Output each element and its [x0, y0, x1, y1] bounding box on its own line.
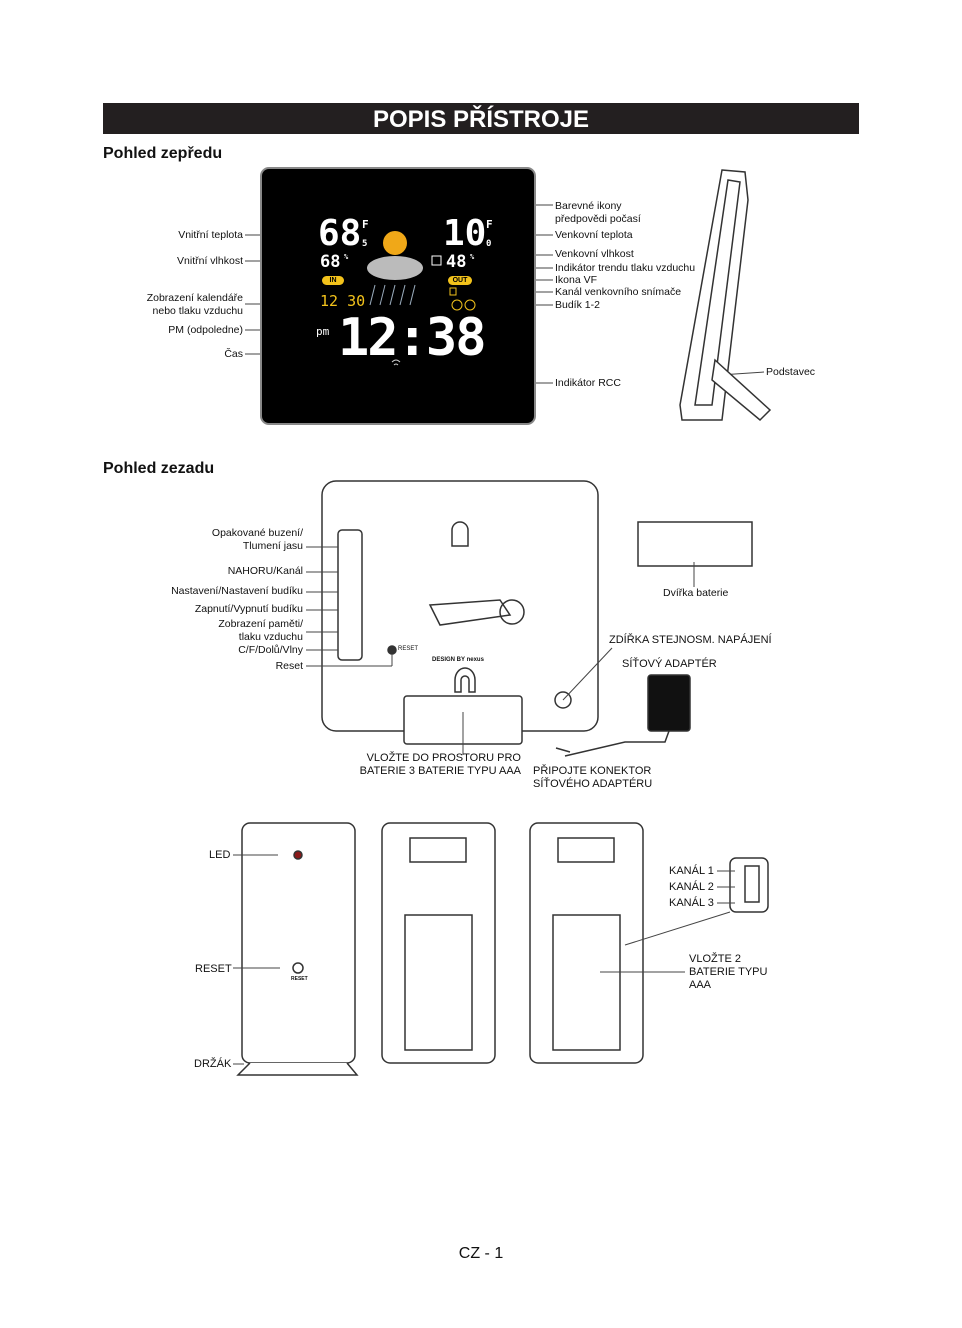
label-channel-2: KANÁL 2: [669, 881, 714, 893]
back-view-heading: Pohled zezadu: [103, 460, 215, 477]
indoor-temp-decimal: 5: [362, 239, 368, 249]
label-snooze: Opakované buzení/: [211, 527, 303, 539]
front-view-heading: Pohled zepředu: [103, 145, 223, 162]
cloud-icon: [367, 256, 423, 280]
label-cf-down: C/F/Dolů/Vlny: [238, 644, 303, 656]
label-holder: DRŽÁK: [194, 1058, 232, 1070]
side-view: [679, 169, 772, 422]
label-outdoor-temp: Venkovní teplota: [555, 229, 633, 241]
pressure-trend-icon: [431, 255, 442, 266]
label-pm: PM (odpoledne): [168, 324, 243, 336]
label-calendar-2: nebo tlaku vzduchu: [152, 305, 243, 317]
label-reset: Reset: [275, 660, 303, 672]
clock-time: 12:38: [338, 308, 487, 368]
label-batteries-2: BATERIE 3 BATERIE TYPU AAA: [359, 765, 521, 777]
label-outdoor-humidity: Venkovní vlhkost: [555, 248, 634, 260]
label-calendar: Zobrazení kalendáře: [146, 292, 243, 304]
label-alarm: Budík 1-2: [555, 299, 600, 311]
sensor-reset-mark: RESET: [291, 976, 308, 982]
rcc-icon: [391, 359, 401, 366]
label-rcc: Indikátor RCC: [555, 377, 621, 389]
label-insert-3: AAA: [689, 979, 712, 991]
label-channel: Kanál venkovního snímače: [555, 286, 682, 298]
indoor-temperature: 68: [318, 213, 362, 254]
outdoor-temperature: 10: [443, 213, 487, 254]
label-weather-icons: Barevné ikony: [555, 200, 622, 212]
page-number: CZ - 1: [458, 1245, 504, 1262]
outdoor-temp-decimal: 0: [486, 239, 492, 249]
out-badge: OUT: [448, 276, 472, 285]
indoor-humidity: 68: [320, 252, 341, 272]
label-sensor-reset: RESET: [195, 963, 232, 975]
label-pressure-trend: Indikátor trendu tlaku vzduchu: [555, 262, 696, 274]
label-stand: Podstavec: [766, 366, 816, 378]
label-memory-2: tlaku vzduchu: [238, 631, 303, 643]
indoor-temp-unit: F: [362, 218, 369, 231]
label-weather-icons-2: předpovědi počasí: [555, 213, 641, 225]
label-alarm-onoff: Zapnutí/Vypnutí budíku: [194, 603, 303, 615]
label-time: Čas: [224, 348, 243, 360]
label-adapter: SÍŤOVÝ ADAPTÉR: [622, 658, 717, 670]
label-connect-2: SÍŤOVÉHO ADAPTÉRU: [533, 778, 653, 790]
alarm2-icon: [464, 299, 476, 311]
in-badge: IN: [322, 276, 344, 285]
label-channel-3: KANÁL 3: [669, 897, 714, 909]
label-rf-icon: Ikona VF: [555, 274, 598, 286]
label-up-channel: NAHORU/Kanál: [227, 565, 303, 577]
label-memory: Zobrazení paměti/: [218, 618, 303, 630]
brand-mark: DESIGN BY nexus: [432, 657, 484, 663]
label-indoor-temp: Vnitřní teplota: [178, 229, 243, 241]
indoor-humidity-unit: %: [344, 253, 349, 261]
label-snooze-2: Tlumení jasu: [242, 540, 303, 552]
channel-icon: [449, 287, 457, 296]
label-battery-door: Dvířka baterie: [663, 587, 729, 599]
label-connect: PŘIPOJTE KONEKTOR: [533, 765, 652, 777]
sun-icon: [383, 231, 407, 255]
label-dc-jack: ZDÍŘKA STEJNOSM. NAPÁJENÍ: [609, 634, 772, 646]
outdoor-temp-unit: F: [486, 218, 493, 231]
calendar-readout: 12 30: [320, 292, 366, 310]
reset-mark: RESET: [398, 646, 419, 652]
pm-indicator: pm: [316, 325, 330, 338]
sensor-views: [236, 822, 769, 1076]
label-channel-1: KANÁL 1: [669, 865, 714, 877]
label-insert-2: BATERIE TYPU: [689, 966, 768, 978]
label-set: Nastavení/Nastavení budíku: [171, 585, 303, 597]
label-led: LED: [209, 849, 231, 861]
label-batteries: VLOŽTE DO PROSTORU PRO: [366, 752, 521, 764]
back-view: [321, 480, 753, 757]
front-display: [260, 167, 536, 425]
outdoor-humidity: 48: [446, 252, 467, 272]
outdoor-humidity-unit: %: [470, 253, 475, 261]
label-indoor-humidity: Vnitřní vlhkost: [177, 255, 243, 267]
label-insert: VLOŽTE 2: [689, 953, 741, 965]
alarm1-icon: [451, 299, 463, 311]
page-title: POPIS PŘÍSTROJE: [103, 103, 859, 134]
